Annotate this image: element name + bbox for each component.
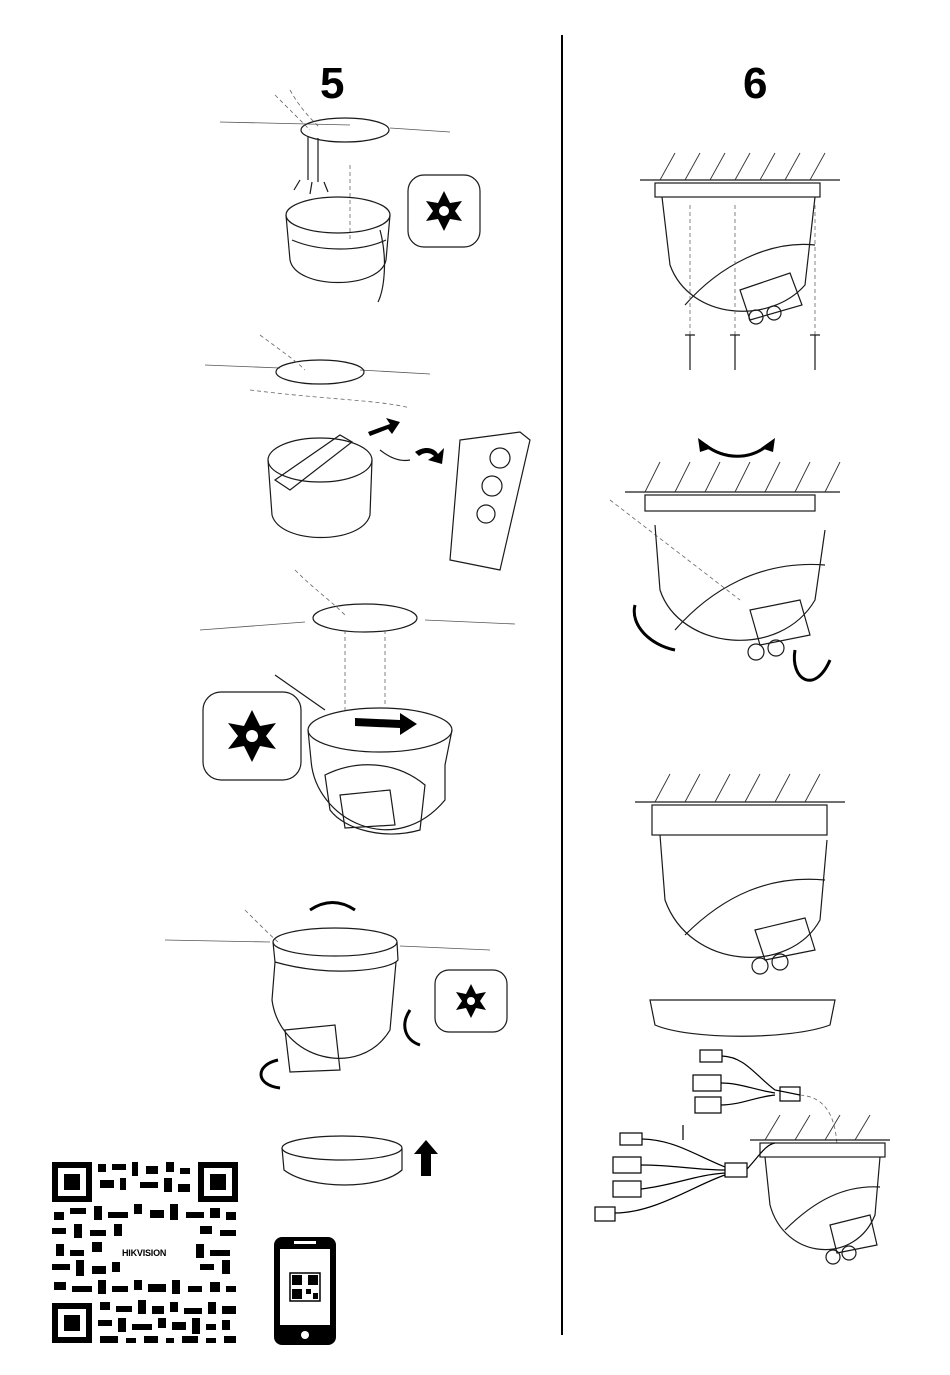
ceiling-hatch-icon [635,774,845,802]
ceiling-hatch-icon [625,462,840,492]
qr-logo: HIKVISION [120,1247,168,1259]
up-arrow-icon [414,1140,438,1176]
install-figure-5d [160,880,520,1100]
column-divider [561,35,563,1335]
torx-screwdriver-icon [426,191,462,231]
rotate-arrows-icon [261,903,420,1089]
torx-screwdriver-icon [228,710,276,762]
install-figure-5e [280,1130,450,1200]
phone-scan-icon [272,1235,338,1347]
rotate-arrows-icon [698,438,775,456]
install-figure-5b [200,330,540,570]
install-figure-5c [195,570,525,860]
ceiling-hatch-icon [750,1115,890,1140]
install-figure-6c [630,770,855,1045]
install-figure-6a [630,145,850,380]
step-6-number: 6 [743,62,767,106]
install-figure-5a [200,90,530,320]
install-figure-6d [585,1045,895,1285]
torx-screwdriver-icon [456,984,486,1018]
install-figure-6b [600,430,850,700]
ceiling-hatch-icon [640,153,840,180]
